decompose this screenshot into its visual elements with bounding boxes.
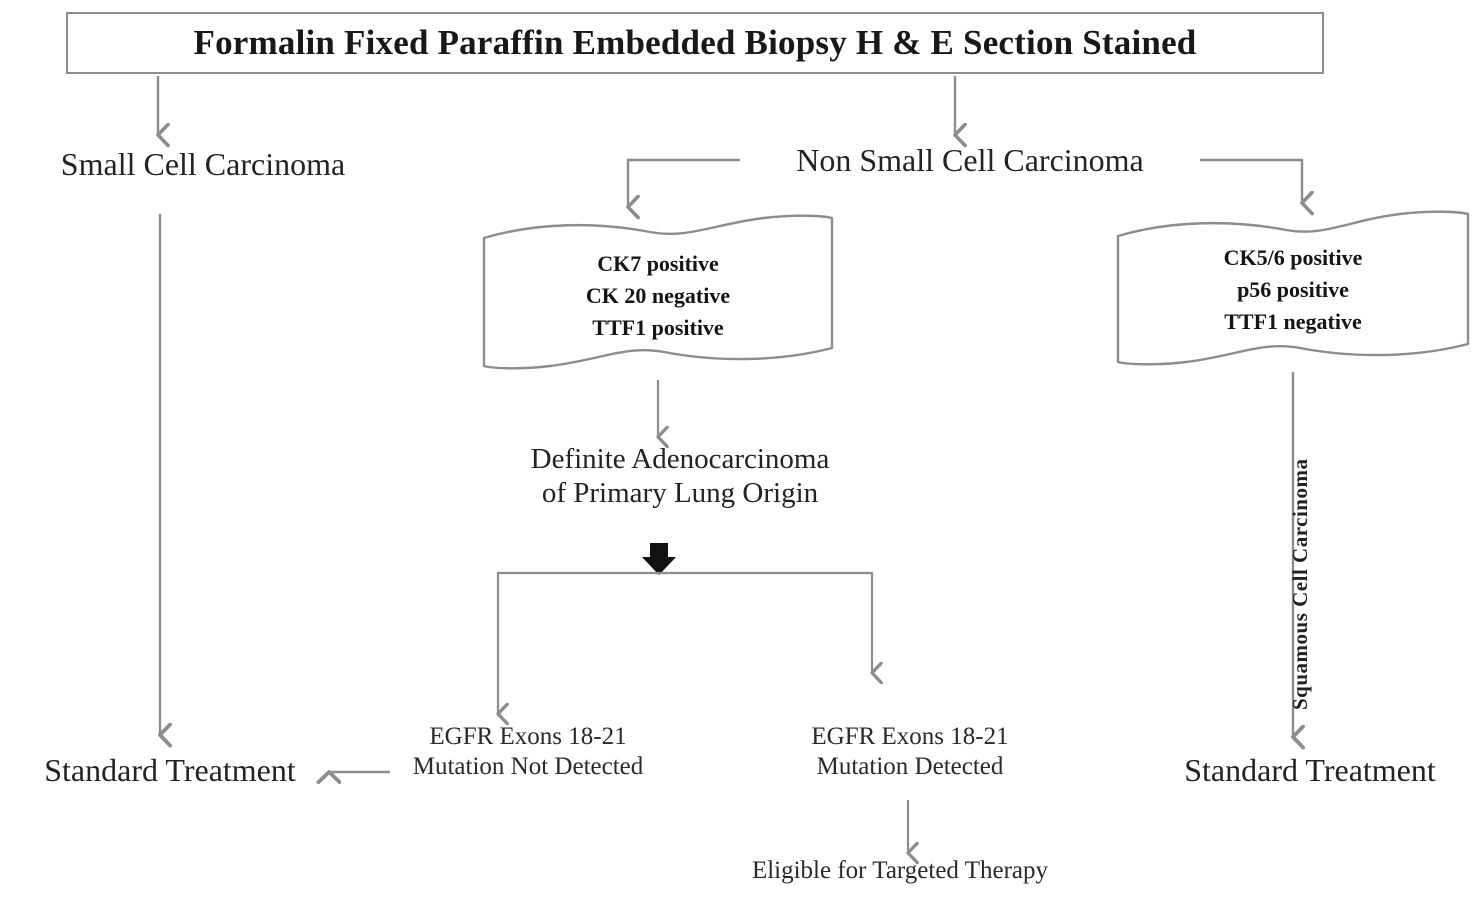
node-definite-adenocarcinoma: Definite Adenocarcinoma of Primary Lung …: [440, 442, 920, 510]
node-egfr-mutation-detected: EGFR Exons 18-21 Mutation Detected: [760, 722, 1060, 781]
marker-panel-squamous: CK5/6 positive p56 positive TTF1 negativ…: [1112, 206, 1474, 366]
title-box: Formalin Fixed Paraffin Embedded Biopsy …: [66, 12, 1324, 74]
node-standard-treatment-left: Standard Treatment: [44, 752, 296, 788]
egfr-not-detected-line-2: Mutation Not Detected: [412, 752, 644, 780]
node-non-small-cell-carcinoma: Non Small Cell Carcinoma: [796, 142, 1144, 178]
branch-nsclc-left: [628, 158, 740, 206]
node-small-cell-carcinoma: Small Cell Carcinoma: [60, 146, 346, 182]
wavy-panel-shape-squamous: [1116, 210, 1470, 366]
marker-panel-adenocarcinoma: CK7 positive CK 20 negative TTF1 positiv…: [478, 212, 838, 372]
split-connector-egfr: [497, 571, 873, 713]
branch-nsclc-right: [1200, 158, 1302, 202]
marker-panel-squamous-text: CK5/6 positive p56 positive TTF1 negativ…: [1112, 242, 1474, 338]
node-eligible-for-targeted-therapy: Eligible for Targeted Therapy: [751, 857, 1049, 884]
bold-down-arrow-icon: [642, 543, 676, 575]
node-squamous-cell-carcinoma-vertical: Squamous Cell Carcinoma: [1288, 458, 1312, 710]
marker-panel-adeno-text: CK7 positive CK 20 negative TTF1 positiv…: [478, 248, 838, 344]
definite-adeno-line-2: of Primary Lung Origin: [541, 477, 819, 510]
egfr-detected-line-1: EGFR Exons 18-21: [811, 723, 1009, 750]
definite-adeno-line-1: Definite Adenocarcinoma: [530, 443, 830, 475]
node-standard-treatment-right: Standard Treatment: [1184, 752, 1436, 788]
egfr-detected-line-2: Mutation Detected: [816, 752, 1004, 780]
marker-line-ttf1: TTF1 positive: [592, 314, 724, 340]
marker-line-ck56: CK5/6 positive: [1223, 245, 1363, 270]
node-egfr-mutation-not-detected: EGFR Exons 18-21 Mutation Not Detected: [368, 722, 688, 781]
title-box-label: Formalin Fixed Paraffin Embedded Biopsy …: [193, 23, 1197, 63]
marker-line-ck7: CK7 positive: [597, 251, 719, 276]
wavy-panel-shape-adeno: [482, 214, 834, 370]
marker-line-p56: p56 positive: [1237, 276, 1349, 302]
marker-line-ck20: CK 20 negative: [585, 282, 731, 308]
marker-line-ttf1-neg: TTF1 negative: [1224, 308, 1362, 334]
egfr-not-detected-line-1: EGFR Exons 18-21: [429, 723, 627, 750]
